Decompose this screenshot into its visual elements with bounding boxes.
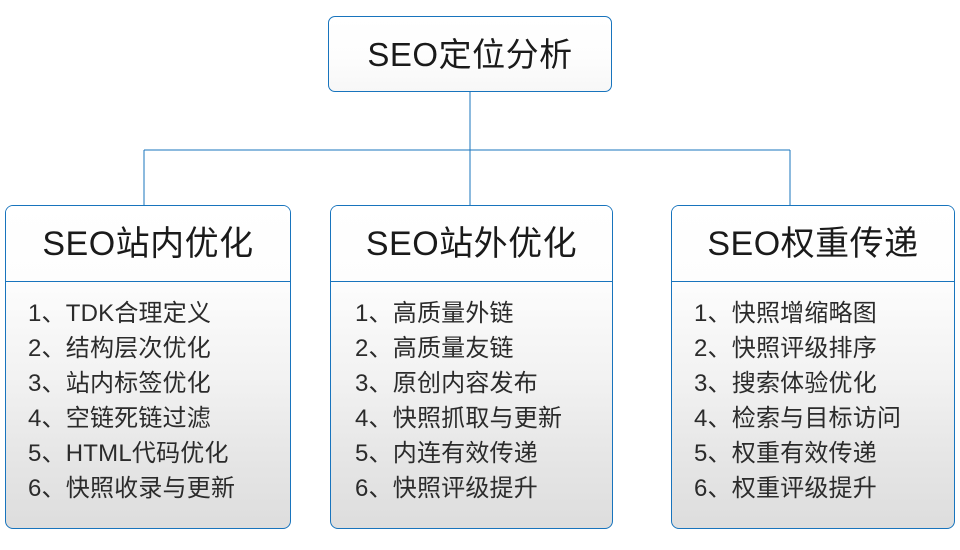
branch-2-item-list: 1、高质量外链 2、高质量友链 3、原创内容发布 4、快照抓取与更新 5、内连有… xyxy=(331,282,612,528)
list-item: 3、站内标签优化 xyxy=(28,370,211,397)
list-item: 5、内连有效传递 xyxy=(355,440,538,467)
list-item: 5、HTML代码优化 xyxy=(28,440,229,467)
list-item: 6、快照收录与更新 xyxy=(28,475,236,502)
list-item: 1、快照增缩略图 xyxy=(694,300,877,327)
branch-3-item-list: 1、快照增缩略图 2、快照评级排序 3、搜索体验优化 4、检索与目标访问 5、权… xyxy=(672,282,954,528)
branch-3-header: SEO权重传递 xyxy=(672,206,954,282)
root-node-label: SEO定位分析 xyxy=(367,35,573,73)
list-item: 2、高质量友链 xyxy=(355,335,514,362)
branch-node-1: SEO站内优化 1、TDK合理定义 2、结构层次优化 3、站内标签优化 4、空链… xyxy=(5,205,291,529)
list-item: 4、快照抓取与更新 xyxy=(355,405,563,432)
branch-node-3: SEO权重传递 1、快照增缩略图 2、快照评级排序 3、搜索体验优化 4、检索与… xyxy=(671,205,955,529)
list-item: 4、检索与目标访问 xyxy=(694,405,902,432)
list-item: 1、TDK合理定义 xyxy=(28,300,212,327)
list-item: 6、快照评级提升 xyxy=(355,475,538,502)
branch-3-title: SEO权重传递 xyxy=(707,224,919,263)
root-node: SEO定位分析 xyxy=(328,16,612,92)
list-item: 2、快照评级排序 xyxy=(694,335,877,362)
list-item: 3、原创内容发布 xyxy=(355,370,538,397)
branch-1-title: SEO站内优化 xyxy=(42,224,254,263)
list-item: 5、权重有效传递 xyxy=(694,440,877,467)
list-item: 6、权重评级提升 xyxy=(694,475,877,502)
branch-1-item-list: 1、TDK合理定义 2、结构层次优化 3、站内标签优化 4、空链死链过滤 5、H… xyxy=(6,282,290,528)
list-item: 1、高质量外链 xyxy=(355,300,514,327)
list-item: 2、结构层次优化 xyxy=(28,335,211,362)
branch-2-header: SEO站外优化 xyxy=(331,206,612,282)
list-item: 4、空链死链过滤 xyxy=(28,405,211,432)
list-item: 3、搜索体验优化 xyxy=(694,370,877,397)
branch-2-title: SEO站外优化 xyxy=(365,224,578,263)
branch-1-header: SEO站内优化 xyxy=(6,206,290,282)
branch-node-2: SEO站外优化 1、高质量外链 2、高质量友链 3、原创内容发布 4、快照抓取与… xyxy=(330,205,613,529)
